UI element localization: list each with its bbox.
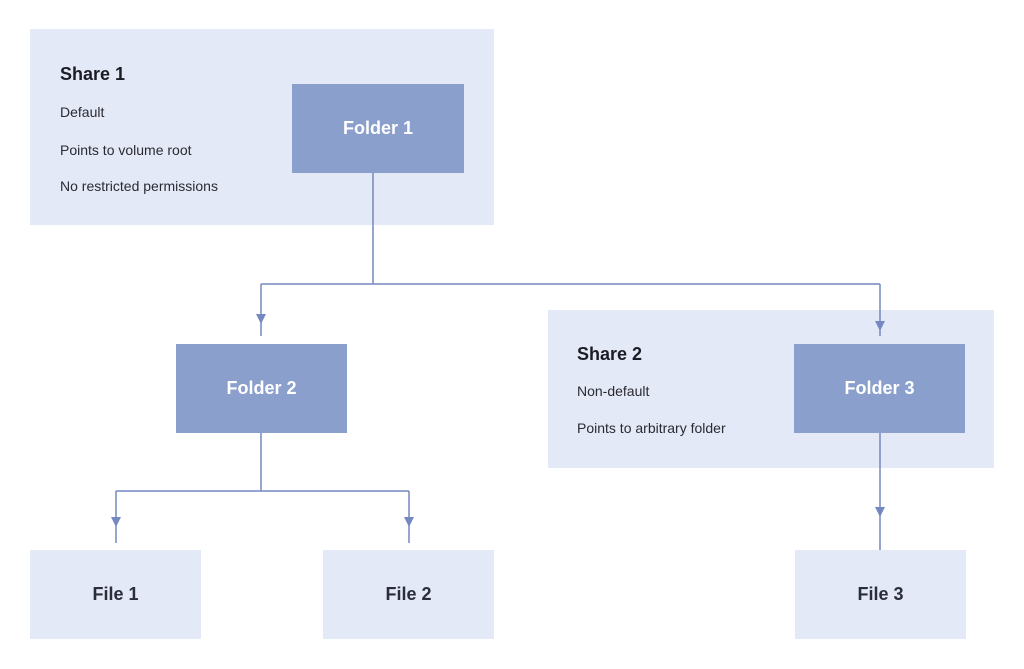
arrow-to-file-1 — [111, 517, 121, 527]
share-1-title: Share 1 — [60, 64, 126, 84]
share-2-title: Share 2 — [577, 344, 643, 364]
share-2-arbitrary-folder: Points to arbitrary folder — [577, 420, 726, 436]
share-1-default: Default — [60, 104, 105, 120]
arrow-to-folder-3 — [875, 321, 885, 331]
arrow-to-folder-2 — [256, 314, 266, 324]
folder-2-box: Folder 2 — [176, 344, 347, 433]
share-2-non-default: Non-default — [577, 383, 650, 399]
file-2-box: File 2 — [323, 550, 494, 639]
arrow-to-file-3 — [875, 507, 885, 517]
folder-1-box: Folder 1 — [292, 84, 464, 173]
file-1-box: File 1 — [30, 550, 201, 639]
folder-3-box: Folder 3 — [794, 344, 965, 433]
arrow-to-file-2 — [404, 517, 414, 527]
share-1-volume-root: Points to volume root — [60, 142, 192, 158]
share-1-permissions: No restricted permissions — [60, 178, 218, 194]
file-3-box: File 3 — [795, 550, 966, 639]
